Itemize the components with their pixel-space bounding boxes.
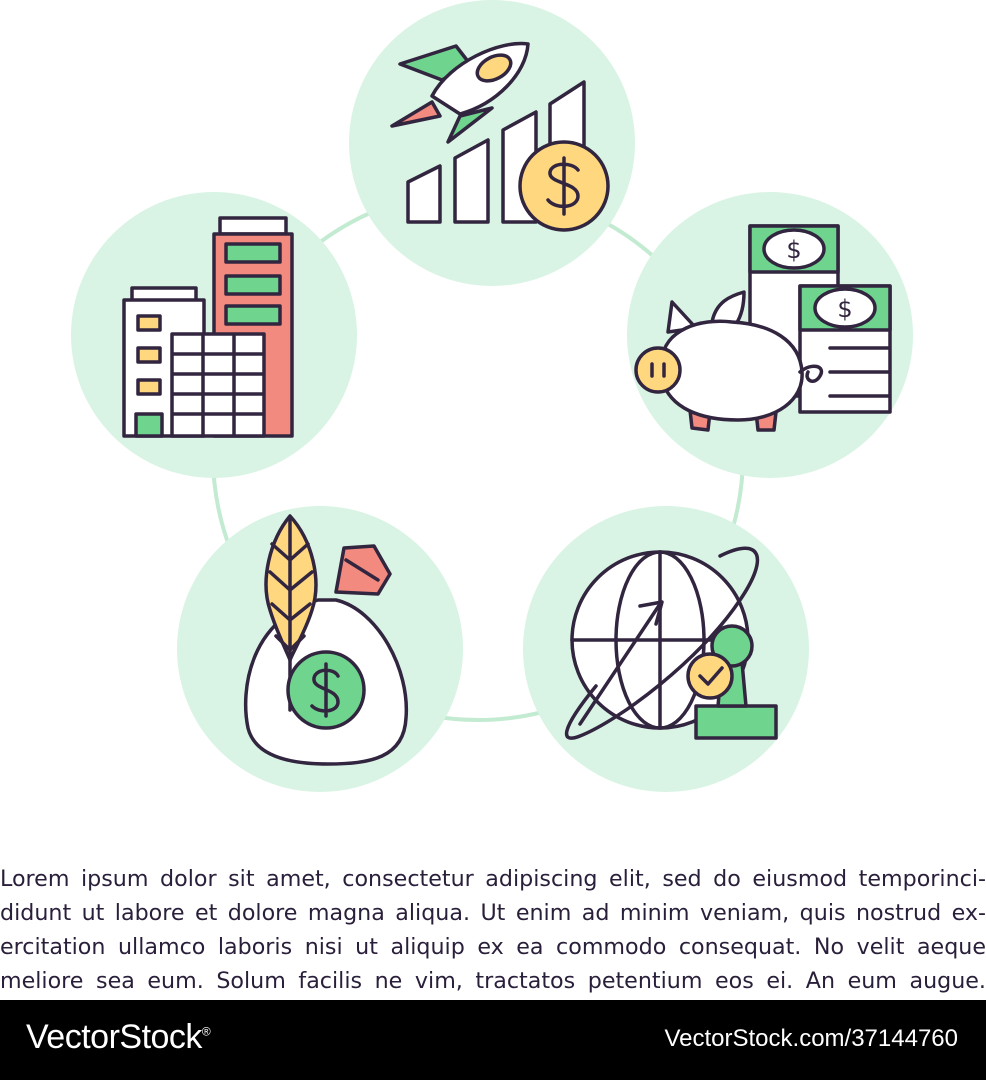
- node-growth-circle: [349, 0, 635, 286]
- brand-logo: VectorStock®: [26, 1018, 211, 1057]
- watermark-footer: VectorStock® VectorStock.com/37144760: [0, 1000, 986, 1080]
- body-text: Lorem ipsum dolor sit amet, consectetur …: [0, 862, 986, 998]
- wheat-money-bag-icon: [243, 514, 409, 766]
- body-text-line: meliore sea eum. Solum facilis ne vim, t…: [0, 968, 986, 994]
- city-buildings-icon: [122, 216, 294, 438]
- node-savings: $ $: [627, 192, 913, 478]
- body-text-line: Lorem ipsum dolor sit amet, consectetur …: [0, 866, 986, 892]
- rocket-bar-chart-dollar-icon: [390, 41, 610, 232]
- svg-text:$: $: [837, 295, 852, 323]
- concept-diagram: $ $: [71, 0, 913, 792]
- svg-text:$: $: [786, 236, 801, 264]
- node-agriculture: [177, 506, 463, 792]
- brand-registered-mark: ®: [201, 1024, 211, 1039]
- image-id: VectorStock.com/37144760: [664, 1025, 958, 1052]
- body-text-line: didunt ut labore et dolore magna aliqua.…: [0, 900, 986, 926]
- body-text-line: ercitation ullamco laboris nisi ut aliqu…: [0, 934, 986, 960]
- piggy-bank-cash-icon: $ $: [634, 224, 892, 432]
- node-growth: [349, 0, 635, 286]
- brand-name: VectorStock: [26, 1018, 202, 1056]
- node-trade: [523, 506, 809, 792]
- globe-stamp-icon: [564, 546, 778, 740]
- node-real-estate: [71, 192, 357, 478]
